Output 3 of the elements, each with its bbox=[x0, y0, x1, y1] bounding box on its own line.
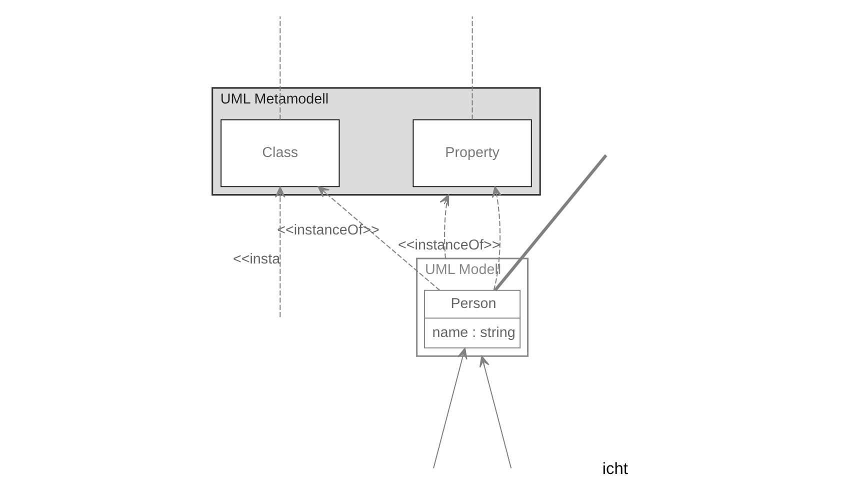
edge-label: <<insta bbox=[232, 252, 280, 268]
label: icht bbox=[602, 460, 628, 478]
edge-label: <<instanceOf>> bbox=[398, 238, 500, 254]
